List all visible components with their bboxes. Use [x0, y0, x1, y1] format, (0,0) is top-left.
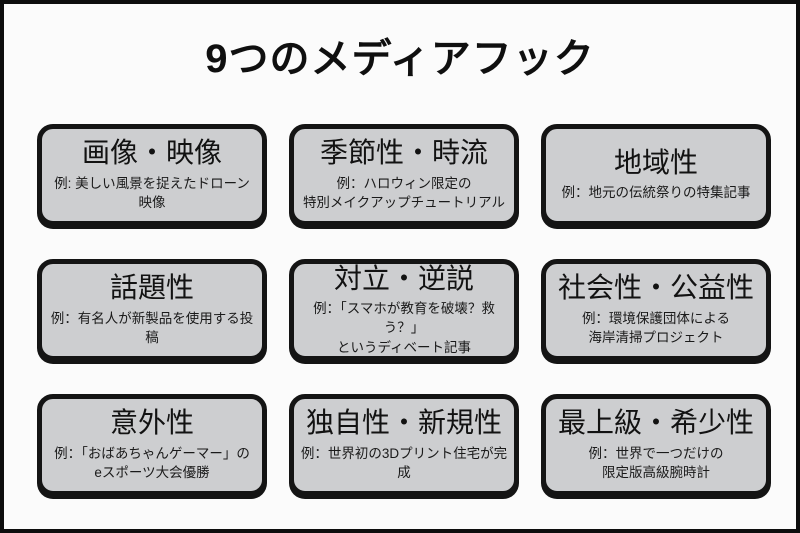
- hook-example-line: 例: 美しい風景を捉えたドローン映像: [54, 175, 250, 211]
- hook-example-line: 例：「スマホが教育を破壊？救う？」: [313, 300, 495, 336]
- hook-title: 独自性・新規性: [305, 407, 502, 439]
- hook-box-seasonality: 季節性・時流 例：ハロウィン限定の 特別メイクアップチュートリアル: [289, 124, 519, 226]
- hook-example-line: 特別メイクアップチュートリアル: [302, 195, 506, 211]
- hook-box-superlative-rarity: 最上級・希少性 例：世界で一つだけの 限定版高級腕時計: [541, 394, 771, 496]
- hook-box-unexpectedness: 意外性 例：「おばあちゃんゲーマー」の eスポーツ大会優勝: [37, 394, 267, 496]
- hook-example-line: 例：有名人が新製品を使用する投稿: [50, 310, 254, 346]
- hook-title: 最上級・希少性: [557, 407, 754, 439]
- hook-example-line: 例：ハロウィン限定の: [336, 175, 472, 191]
- hook-box-social-public: 社会性・公益性 例：環境保護団体による 海岸清掃プロジェクト: [541, 259, 771, 361]
- hook-example: 例：ハロウィン限定の 特別メイクアップチュートリアル: [303, 174, 505, 213]
- hook-example: 例: 美しい風景を捉えたドローン映像: [48, 174, 256, 213]
- hook-example-line: 例：世界で一つだけの: [588, 445, 724, 461]
- hook-example-line: 例：地元の伝統祭りの特集記事: [561, 185, 751, 201]
- hook-example-line: 例：「おばあちゃんゲーマー」の: [54, 445, 250, 461]
- hook-box-regionality: 地域性 例：地元の伝統祭りの特集記事: [541, 124, 771, 226]
- hook-title: 話題性: [109, 272, 194, 304]
- hook-example: 例：有名人が新製品を使用する投稿: [48, 309, 256, 348]
- hook-example-line: 例：環境保護団体による: [581, 310, 731, 326]
- page-title: 9つのメディアフック: [205, 37, 595, 81]
- hook-example: 例：環境保護団体による 海岸清掃プロジェクト: [582, 309, 730, 348]
- hook-example: 例：世界で一つだけの 限定版高級腕時計: [589, 444, 724, 483]
- hook-title: 画像・映像: [81, 137, 222, 169]
- hook-example-line: 限定版高級腕時計: [602, 465, 710, 481]
- hook-title: 意外性: [109, 407, 194, 439]
- hook-example: 例：「スマホが教育を破壊？救う？」 というディベート記事: [300, 299, 508, 358]
- hook-example: 例：地元の伝統祭りの特集記事: [562, 183, 751, 203]
- hook-example-line: eスポーツ大会優勝: [94, 465, 210, 481]
- hook-example: 例：「おばあちゃんゲーマー」の eスポーツ大会優勝: [54, 444, 250, 483]
- hook-box-originality-novelty: 独自性・新規性 例：世界初の3Dプリント住宅が完成: [289, 394, 519, 496]
- hook-title: 社会性・公益性: [557, 272, 754, 304]
- hook-title: 地域性: [613, 147, 698, 179]
- hook-title: 季節性・時流: [319, 137, 488, 169]
- hook-box-conflict-paradox: 対立・逆説 例：「スマホが教育を破壊？救う？」 というディベート記事: [289, 259, 519, 361]
- hook-title: 対立・逆説: [333, 262, 474, 294]
- hook-example-line: 例：世界初の3Dプリント住宅が完成: [300, 445, 508, 481]
- hook-example: 例：世界初の3Dプリント住宅が完成: [300, 444, 508, 483]
- hook-grid: 画像・映像 例: 美しい風景を捉えたドローン映像 季節性・時流 例：ハロウィン限…: [37, 124, 771, 496]
- hook-example-line: というディベート記事: [336, 339, 472, 355]
- hook-box-image-video: 画像・映像 例: 美しい風景を捉えたドローン映像: [37, 124, 267, 226]
- hook-box-topicality: 話題性 例：有名人が新製品を使用する投稿: [37, 259, 267, 361]
- hook-example-line: 海岸清掃プロジェクト: [588, 330, 724, 346]
